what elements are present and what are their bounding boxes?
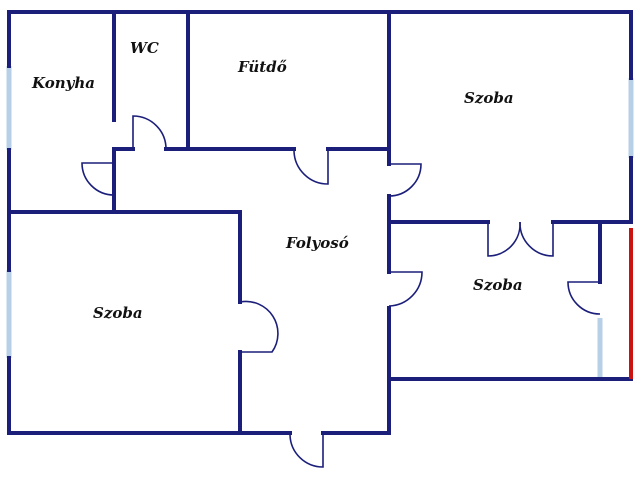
room-label-futdo: Fütdő (237, 58, 287, 76)
door-kitchen (81, 162, 115, 196)
room-label-wc: WC (130, 39, 159, 57)
door-szoba-left (239, 300, 279, 353)
room-labels: Konyha WC Fütdő Szoba Folyosó Szoba Szob… (31, 39, 523, 322)
door-szoba-double-right (519, 221, 554, 257)
room-label-konyha: Konyha (31, 74, 95, 92)
door-szoba-middle-right (388, 271, 423, 307)
door-entrance (289, 433, 324, 468)
door-szoba-top-right (388, 163, 422, 197)
room-label-szoba-left: Szoba (93, 304, 143, 322)
room-label-szoba-middle-right: Szoba (473, 276, 523, 294)
door-futdo (293, 149, 329, 185)
room-label-szoba-top-right: Szoba (464, 89, 514, 107)
doors (81, 115, 601, 468)
door-wc (132, 115, 167, 150)
room-label-folyoso: Folyosó (285, 234, 349, 252)
windows (6, 66, 634, 378)
walls (7, 10, 633, 435)
door-szoba-double-left (487, 221, 521, 257)
door-closet (567, 281, 601, 315)
